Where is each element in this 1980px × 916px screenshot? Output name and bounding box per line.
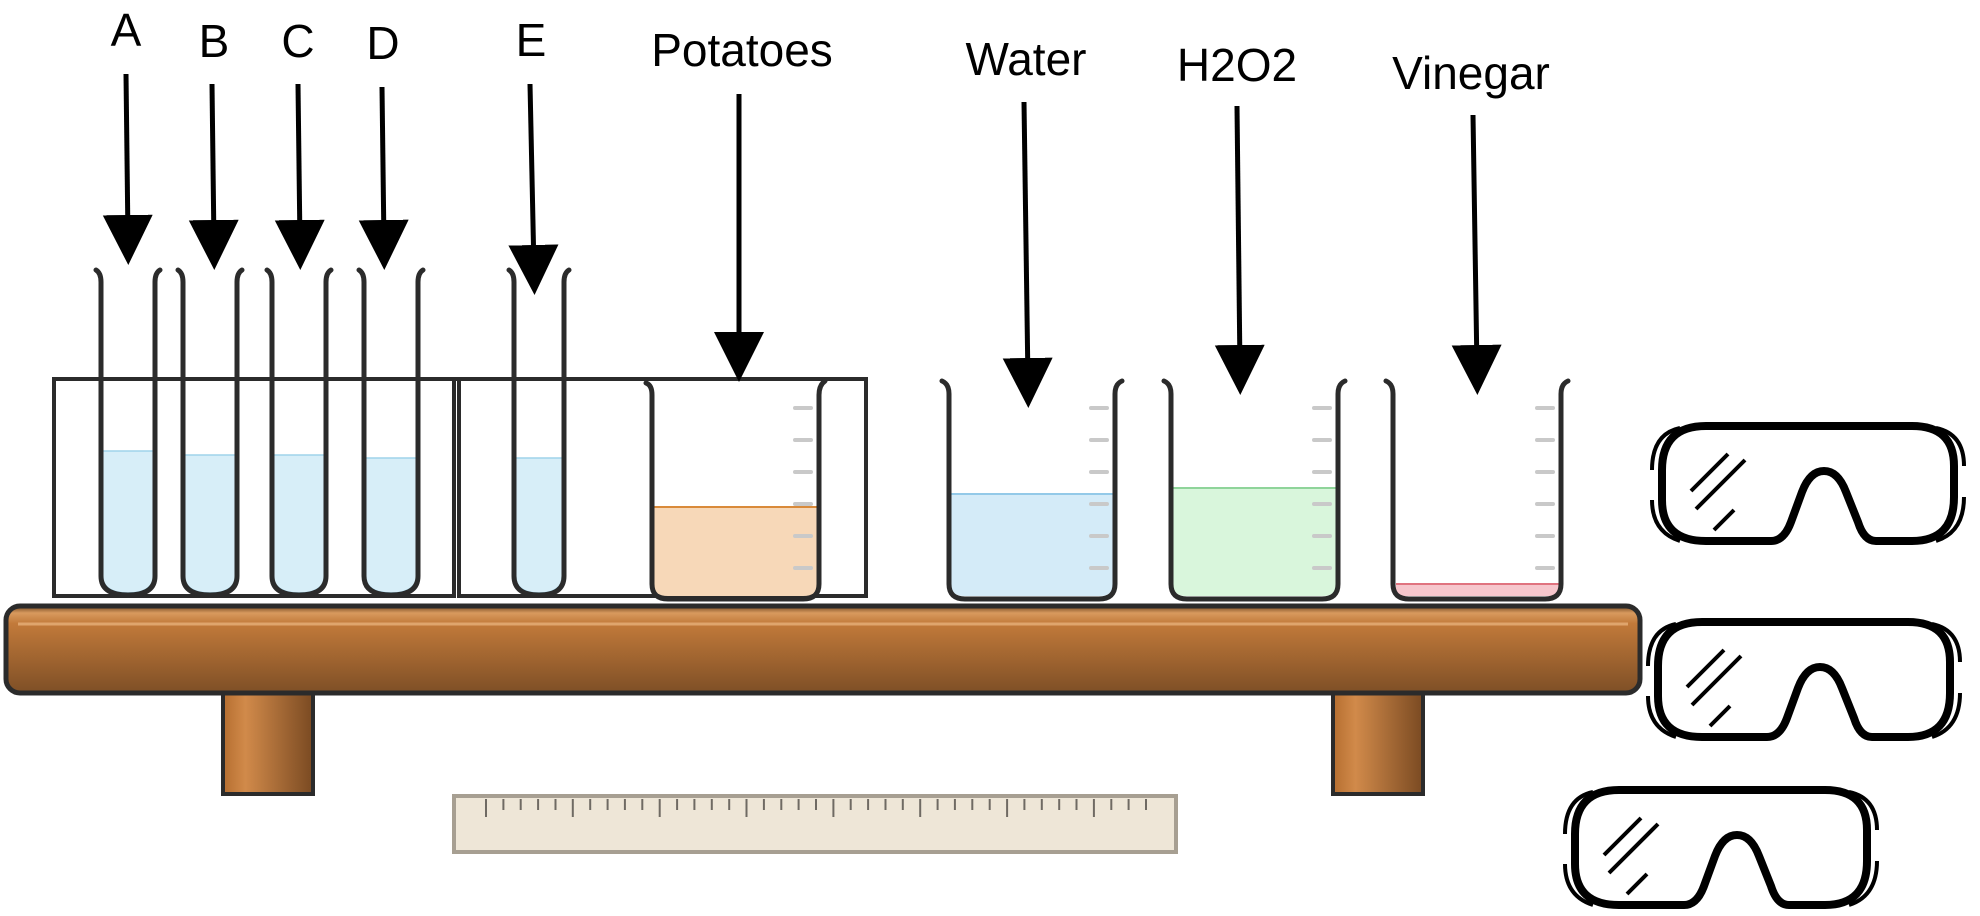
label-c: C [281,15,314,67]
label-water: Water [966,33,1087,85]
test-tube-liquids [101,450,564,594]
label-potatoes: Potatoes [651,24,833,76]
safety-goggles-icon-3 [1563,786,1879,909]
arrow-a [102,73,153,265]
test-tube-d [356,267,426,598]
arrow-water [1002,101,1053,408]
test-tube-a [93,267,163,598]
safety-goggles-icon-2 [1646,618,1962,741]
arrow-b [188,83,239,270]
label-e: E [516,14,547,66]
beaker-potatoes [643,378,828,602]
beaker-h2o2 [1161,378,1348,602]
beaker-graduation-marks [793,406,1555,570]
ruler-icon [452,794,1178,854]
test-tube-b [175,267,245,598]
lab-shelf [3,603,1643,796]
label-vinegar: Vinegar [1392,47,1550,99]
label-h2o2: H2O2 [1177,39,1297,91]
beaker-water [939,378,1125,602]
arrow-vinegar [1451,114,1502,395]
label-d: D [366,17,399,69]
diagram-labels: A B C D E Potatoes Water H2O2 Vinegar [111,4,1550,99]
arrow-d [358,86,409,270]
beaker-vinegar [1383,378,1571,602]
beaker-liquids [654,487,1559,596]
down-arrow-icons [102,73,1502,408]
label-a: A [111,4,142,56]
arrow-h2o2 [1214,105,1265,395]
test-tube-c [264,267,334,598]
safety-goggles-icon-1 [1650,422,1966,545]
arrow-c [274,83,325,270]
arrow-e [508,83,559,295]
beakers [643,378,1571,602]
test-tubes [93,267,572,598]
label-b: B [199,15,230,67]
